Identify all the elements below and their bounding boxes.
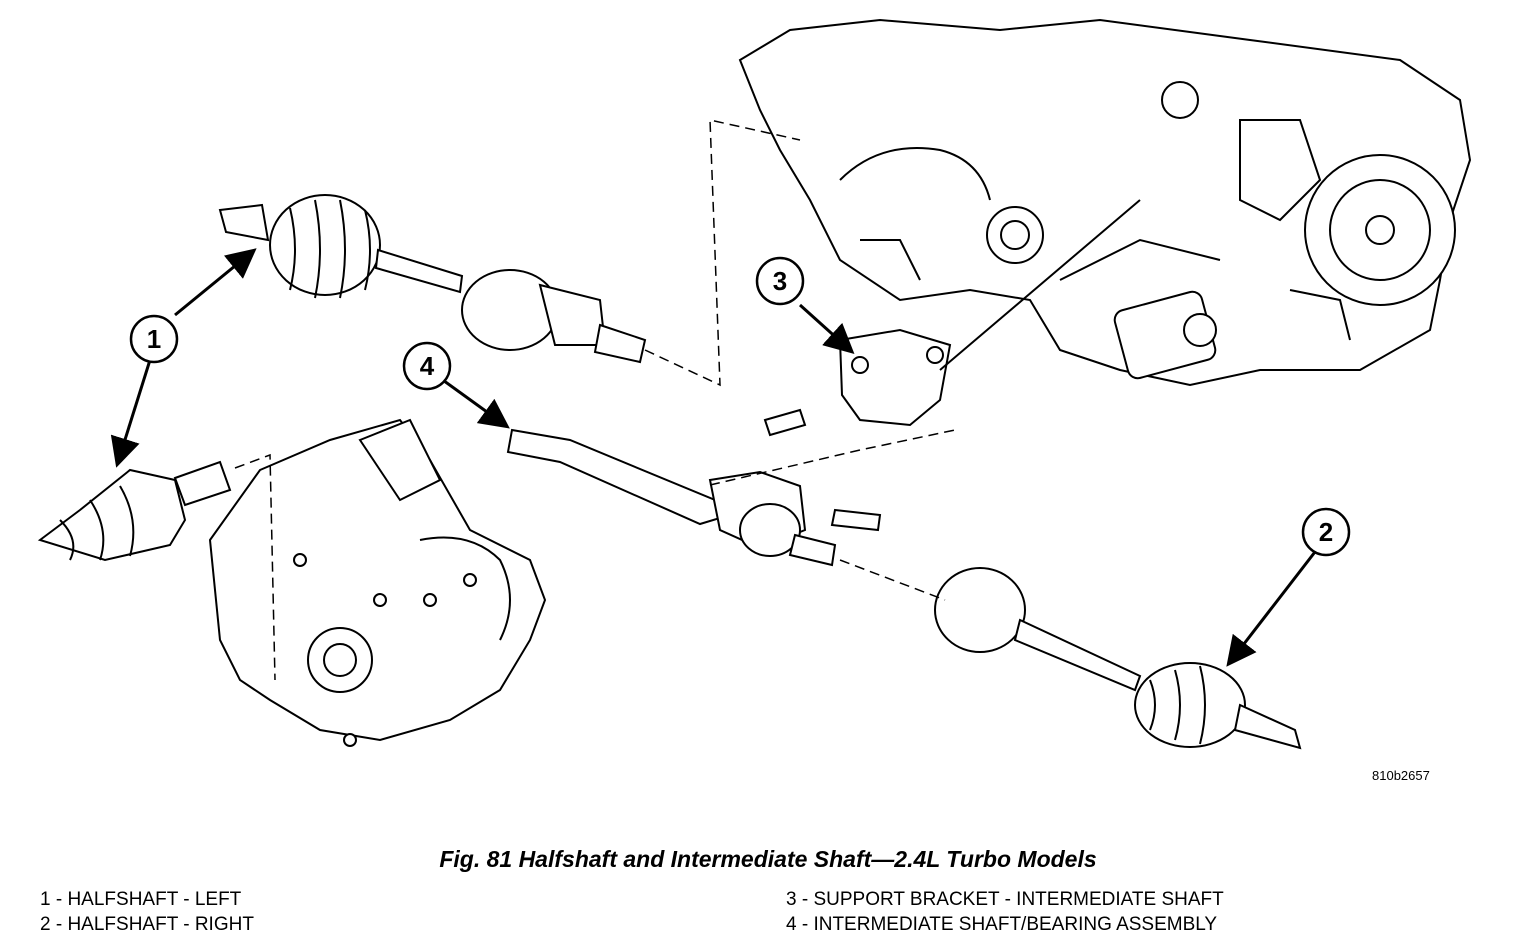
halfshaft-left-upper: [218, 194, 647, 364]
intermediate-shaft: [506, 428, 882, 567]
legend-item: 1 - HALFSHAFT - LEFT: [40, 889, 242, 910]
svg-text:3: 3: [773, 266, 787, 296]
callout-arrows: [110, 248, 1320, 667]
callout-1: 1: [129, 314, 179, 364]
svg-text:1: 1: [147, 324, 161, 354]
drawing-id: 810b2657: [1372, 768, 1430, 783]
support-bracket: [763, 199, 1141, 437]
engine-assembly: [738, 18, 1472, 387]
halfshaft-diagram: 1 2 3 4: [37, 18, 1472, 750]
transaxle-assembly: [208, 418, 547, 747]
halfshaft-right: [934, 567, 1302, 750]
callout-3: 3: [755, 256, 805, 306]
svg-text:2: 2: [1319, 517, 1333, 547]
legend-item: 2 - HALFSHAFT - RIGHT: [40, 914, 254, 935]
alignment-lines: [234, 119, 956, 681]
figure-caption: Fig. 81 Halfshaft and Intermediate Shaft…: [439, 846, 1097, 872]
callout-2: 2: [1301, 507, 1351, 557]
legend-item: 3 - SUPPORT BRACKET - INTERMEDIATE SHAFT: [786, 889, 1224, 910]
callout-4: 4: [402, 341, 452, 391]
legend-item: 4 - INTERMEDIATE SHAFT/BEARING ASSEMBLY: [786, 914, 1218, 935]
halfshaft-left-lower: [37, 460, 232, 562]
svg-text:4: 4: [420, 351, 435, 381]
